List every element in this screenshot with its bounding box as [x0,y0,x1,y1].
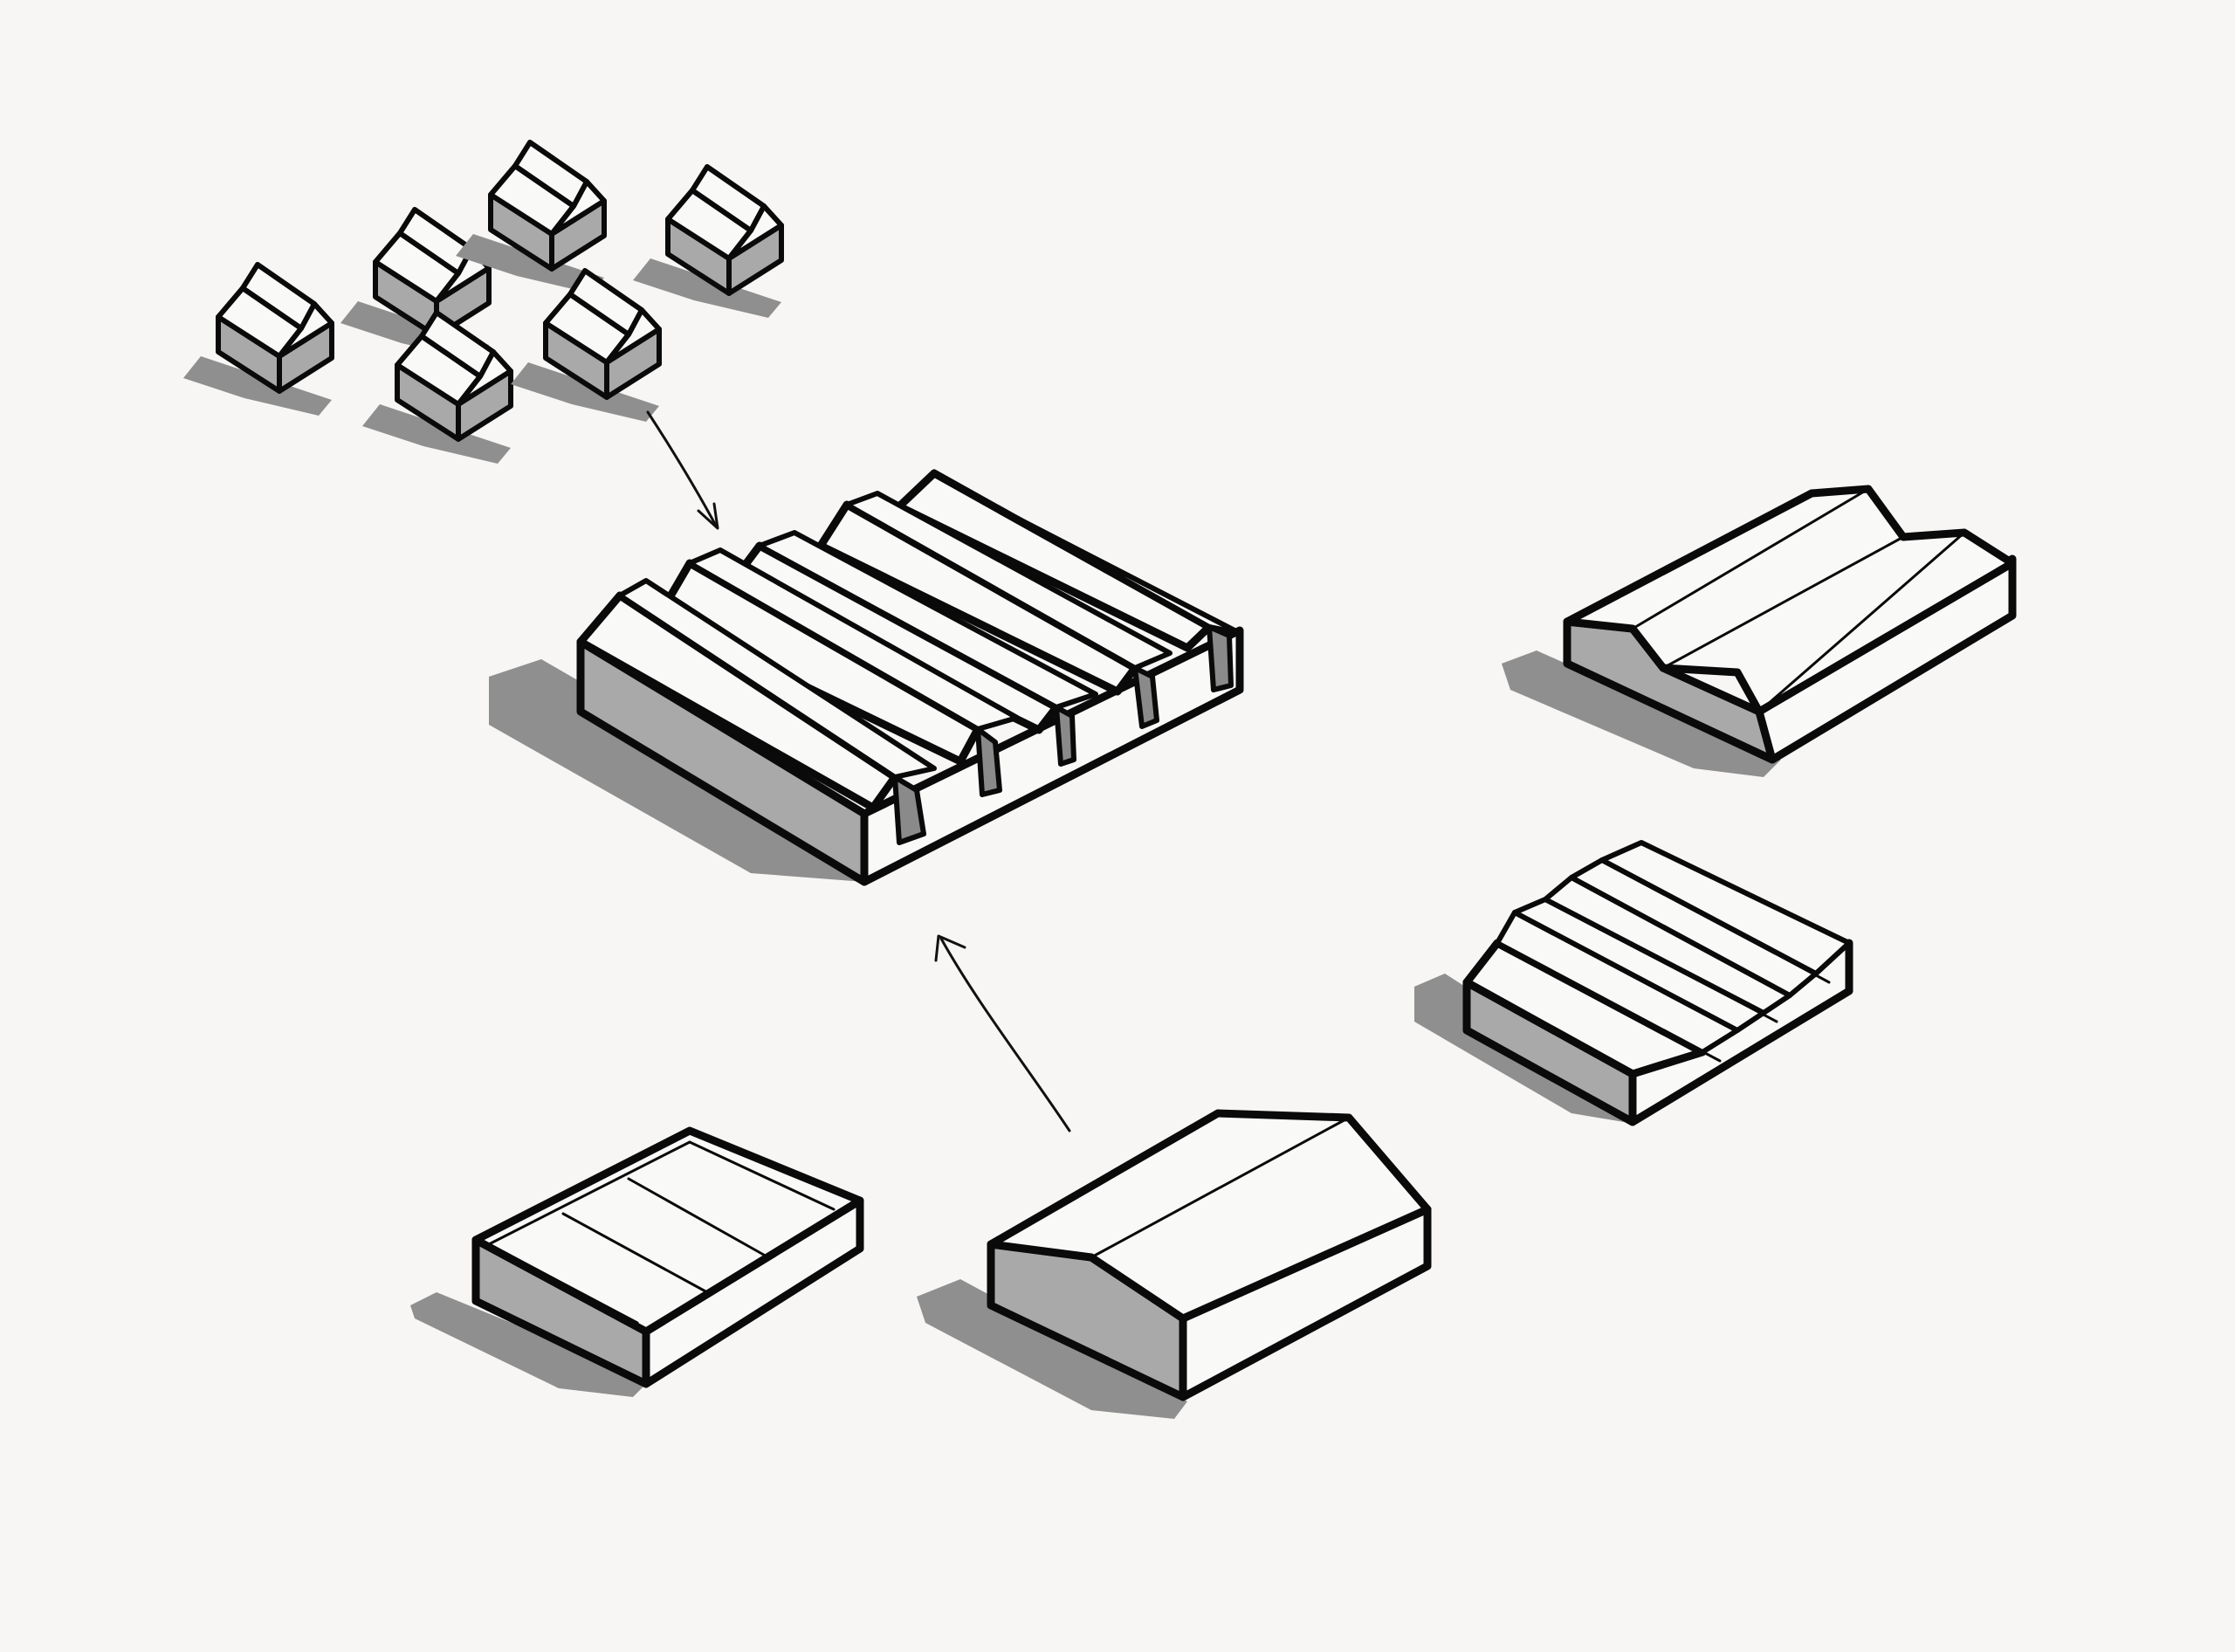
central-sawtooth-building [489,469,1244,886]
small-house-icon [633,167,781,318]
arrow-icon [646,410,719,530]
double-ridge-hall [1502,485,2017,777]
small-sawtooth-building [1414,840,1853,1126]
small-houses-cluster [183,142,781,464]
small-house-icon [183,265,332,416]
small-house-icon [511,271,659,422]
arrow-icon [934,934,1071,1132]
single-ridge-hall [917,1109,1432,1419]
flat-roof-block [410,1126,864,1397]
